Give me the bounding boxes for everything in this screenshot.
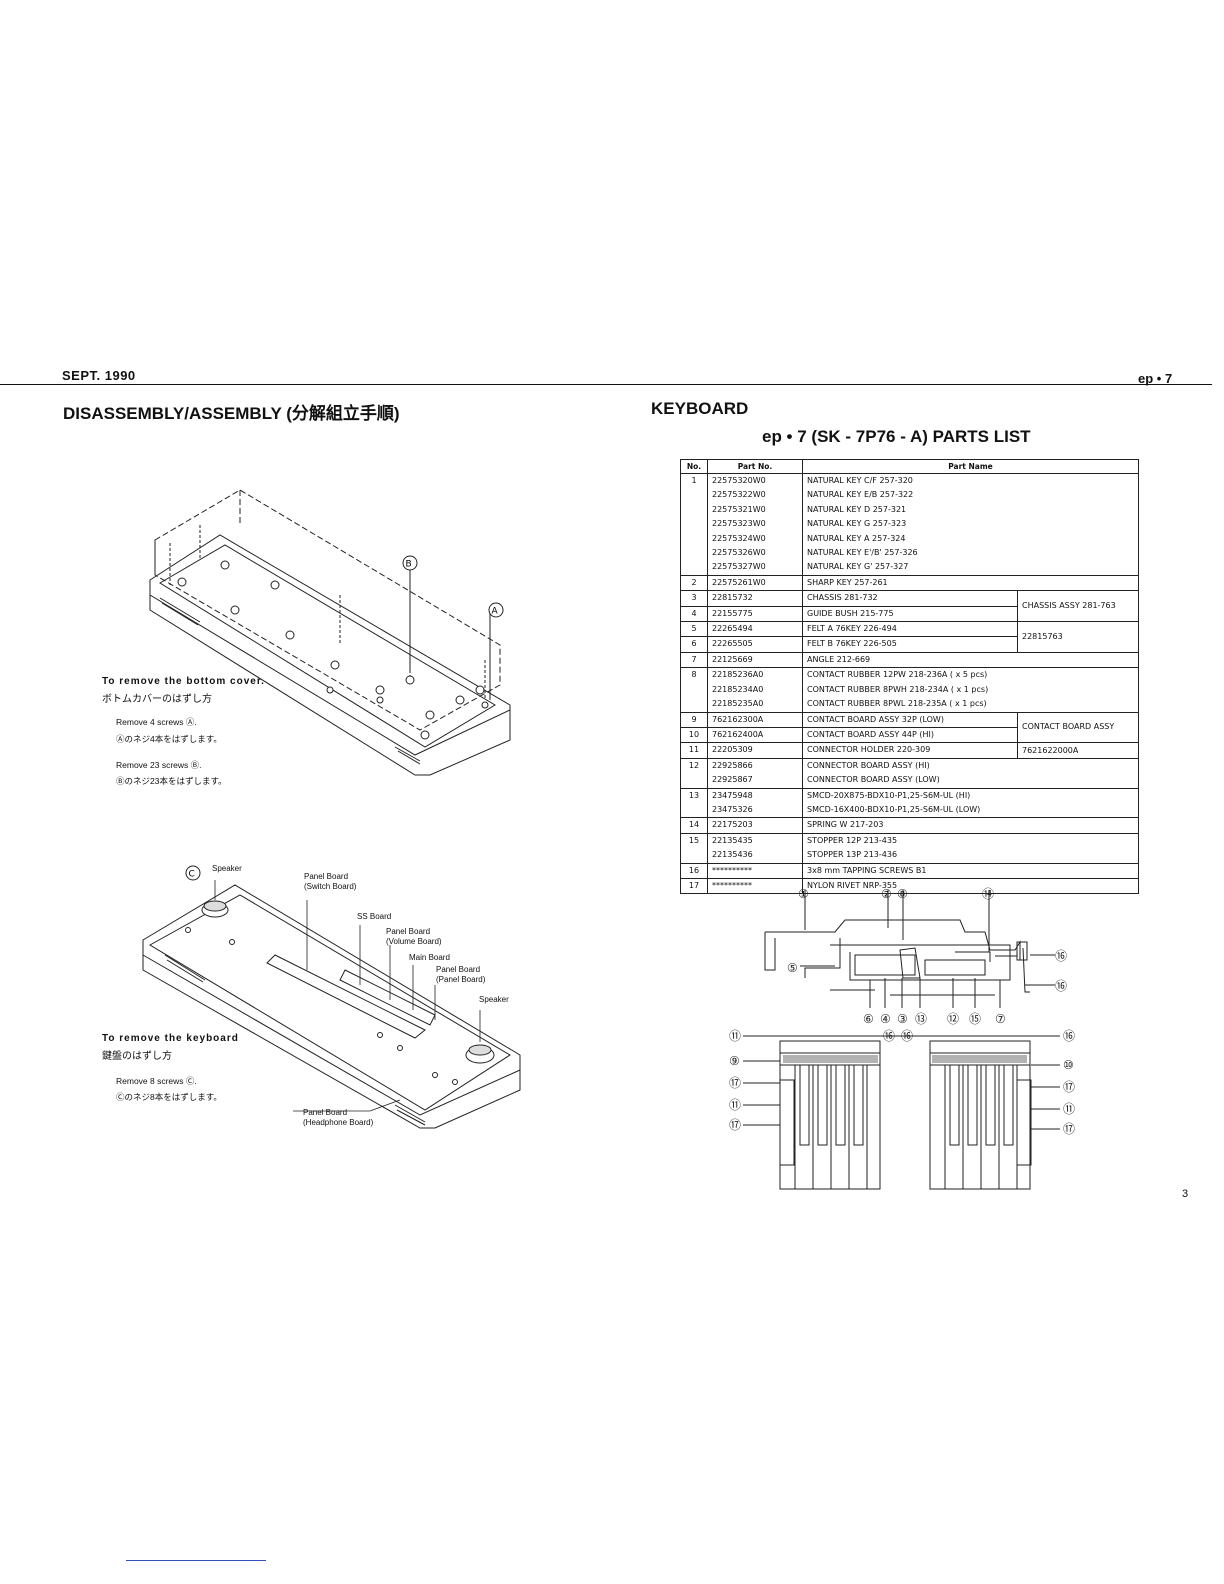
footer-rule <box>126 1560 266 1561</box>
callout: ⑯ <box>1055 949 1067 963</box>
step-c: Remove 8 screws Ⓒ. <box>116 1076 197 1086</box>
marker-b: B <box>406 560 412 570</box>
step-a-jp: Ⓐのネジ4本をはずします。 <box>116 734 222 744</box>
step-b-jp: Ⓑのネジ23本をはずします。 <box>116 776 227 786</box>
col-part-name: Part Name <box>802 459 1139 474</box>
chassis-assy-pn: 22815763 <box>1017 621 1139 653</box>
chassis-assy-label: CHASSIS ASSY 281-763 <box>1017 590 1139 623</box>
bottom-cover-diagram: B A <box>149 489 511 776</box>
callout: ⑯ <box>1063 1029 1075 1043</box>
page-number: 3 <box>1182 1188 1189 1200</box>
label-main-board: Main Board <box>409 953 450 962</box>
step-b: Remove 23 screws Ⓑ. <box>116 760 202 770</box>
contact-assy-label: CONTACT BOARD ASSY <box>1017 711 1139 744</box>
callout: ⑪ <box>1063 1102 1075 1116</box>
marker-c: C <box>189 870 195 880</box>
label-panel-panel: Panel Board(Panel Board) <box>436 965 486 984</box>
col-no: No. <box>680 459 708 474</box>
contact-assy-pn: 7621622000A <box>1017 742 1139 759</box>
callout: ⑦ <box>995 1012 1006 1025</box>
callout: ⑯ <box>1055 979 1067 993</box>
date-header: SEPT. 1990 <box>62 368 136 383</box>
model-header: ep • 7 <box>1138 371 1173 386</box>
callout: ③ <box>897 1012 908 1025</box>
callout: ⑰ <box>1063 1080 1075 1094</box>
bottom-cover-heading: To remove the bottom cover. <box>102 676 265 687</box>
callout: ⑮ <box>969 1012 981 1025</box>
label-speaker-right: Speaker <box>479 995 509 1004</box>
table-row: 16**********3x8 mm TAPPING SCREWS B1 <box>680 862 1139 879</box>
callout: ④ <box>880 1012 891 1025</box>
callout: ⑨ <box>729 1054 740 1068</box>
disassembly-title: DISASSEMBLY/ASSEMBLY (分解組立手順) <box>63 404 400 423</box>
marker-a: A <box>492 607 499 617</box>
callout: ⑥ <box>863 1012 874 1025</box>
keyboard-heading: To remove the keyboard <box>102 1033 239 1044</box>
step-c-jp: Ⓒのネジ8本をはずします。 <box>116 1092 222 1102</box>
callout: ⑤ <box>787 961 798 975</box>
callout: ⑩ <box>1063 1058 1074 1072</box>
callout: ① <box>798 887 809 901</box>
callout: ⑯ <box>883 1029 895 1043</box>
callout: ⑯ <box>901 1029 913 1043</box>
callout: ⑰ <box>729 1076 741 1090</box>
key-top-view-diagram: ⑪ ⑨ ⑰ ⑪ ⑰ ⑯ ⑯ ⑯ ⑩ ⑰ ⑪ ⑰ <box>729 1029 1075 1190</box>
callout: ⑪ <box>729 1029 741 1043</box>
parts-list-title: ep • 7 (SK - 7P76 - A) PARTS LIST <box>762 427 1031 446</box>
table-row: 17**********NYLON RIVET NRP-355 <box>680 877 1139 895</box>
callout: ⑧ <box>897 887 908 901</box>
cross-section-diagram: ① ② ⑧ ⑭ ⑤ ⑯ ⑯ ⑥ ④ ③ ⑬ ⑫ ⑮ ⑦ <box>764 887 1067 1025</box>
keyboard-heading-jp: 鍵盤のはずし方 <box>102 1051 172 1062</box>
bottom-cover-heading-jp: ボトムカバーのはずし方 <box>102 694 212 705</box>
callout: ⑭ <box>982 887 994 901</box>
callout: ⑰ <box>1063 1122 1075 1136</box>
step-a: Remove 4 screws Ⓐ. <box>116 717 197 727</box>
callout: ⑬ <box>915 1012 927 1025</box>
callout: ⑰ <box>729 1118 741 1132</box>
col-part-no: Part No. <box>707 459 803 474</box>
callout: ⑫ <box>947 1012 959 1025</box>
label-panel-headphone: Panel Board(Headphone Board) <box>303 1108 374 1127</box>
callout: ⑪ <box>729 1098 741 1112</box>
header-rule <box>0 384 1212 385</box>
label-panel-switch: Panel Board(Switch Board) <box>304 872 357 891</box>
keyboard-diagram: C <box>142 865 521 1129</box>
callout: ② <box>881 887 892 901</box>
keyboard-title: KEYBOARD <box>651 399 749 418</box>
label-panel-volume: Panel Board(Volume Board) <box>386 927 442 946</box>
label-ss-board: SS Board <box>357 912 392 921</box>
label-speaker-top: Speaker <box>212 864 242 873</box>
